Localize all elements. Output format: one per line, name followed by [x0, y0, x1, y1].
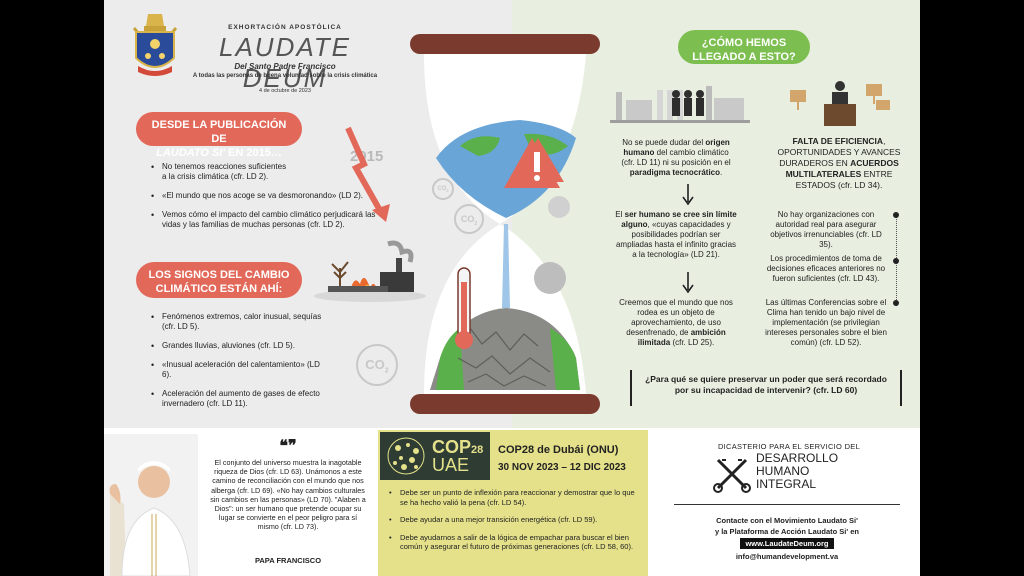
page-title: LAUDATE DEUM [219, 32, 351, 93]
list-item: «El mundo que nos acoge se va desmoronan… [148, 191, 378, 201]
dicastery-line: DICASTERIO PARA EL SERVICIO DEL [717, 442, 861, 451]
smoke-cloud-icon [534, 262, 566, 294]
key-question: ¿Para qué se quiere preservar un poder q… [645, 374, 887, 395]
timeline-dot [893, 212, 899, 218]
inefficiency-item: No hay organizaciones con autoridad real… [770, 210, 882, 249]
quote-author: PAPA FRANCISCO [254, 556, 322, 565]
section1-title: DESDE LA PUBLICACIÓN DE LAUDATO SI' EN 2… [136, 112, 302, 159]
list-item: «Inusual aceleración del calentamiento» … [148, 360, 328, 380]
cop28-header: COP28 UAE COP28 de Dubái (ONU) 30 NOV 20… [378, 430, 648, 482]
quote-marks-icon: ❝❞ [279, 438, 297, 455]
cop28-list: Debe ser un punto de inflexión para reac… [386, 488, 644, 560]
subtitle: Del Santo Padre Francisco [234, 62, 336, 71]
cop-logo-uae: UAE [432, 455, 470, 475]
cop-dates: 30 NOV 2023 – 12 DIC 2023 [498, 462, 626, 473]
date: 4 de octubre de 2023 [259, 88, 311, 94]
arrow-down-icon [682, 272, 694, 294]
website-link[interactable]: www.LaudateDeum.org [740, 538, 834, 549]
papal-coat-of-arms-icon [132, 14, 178, 76]
cause-item-1: No se puede dudar del origen humano del … [621, 138, 731, 177]
downtrend-arrow-icon [345, 126, 390, 222]
contact-line-2: y la Plataforma de Acción Laudato Si' en [714, 527, 860, 536]
inefficiency-item: Los procedimientos de toma de decisiones… [766, 254, 886, 283]
section2-list: Fenómenos extremos, calor inusual, sequí… [148, 312, 328, 418]
cop28-panel: COP28 UAE COP28 de Dubái (ONU) 30 NOV 20… [378, 430, 648, 576]
podium-speaker-icon [790, 81, 890, 126]
list-item: Fenómenos extremos, calor inusual, sequí… [148, 312, 328, 332]
cause-item-3: Creemos que el mundo que nos rodea es un… [619, 298, 733, 347]
co2-bubble-icon: CO2 [454, 204, 484, 234]
cop-logo-text: COP28 [432, 437, 484, 457]
question-box [630, 370, 902, 406]
globe-pattern-icon [387, 437, 425, 475]
quote-text: El conjunto del universo muestra la inag… [210, 458, 366, 532]
inefficiency-heading: FALTA DE EFICIENCIA, OPORTUNIDADES Y AVA… [777, 136, 901, 190]
section3-title: ¿CÓMO HEMOS LLEGADO A ESTO? [678, 30, 810, 64]
timeline-dot [893, 258, 899, 264]
co2-bubble-icon: CO2 [432, 178, 454, 200]
section1-list: No tenemos reacciones suficientes a la c… [148, 162, 378, 239]
email-link[interactable]: info@humandevelopment.va [735, 552, 839, 561]
cop28-logo: COP28 UAE [380, 432, 490, 480]
cause-item-2: El ser humano se cree sin límite alguno,… [615, 210, 737, 259]
co2-bubble-icon: CO2 [356, 344, 398, 386]
section2-title: LOS SIGNOS DEL CAMBIO CLIMÁTICO ESTÁN AH… [136, 262, 302, 298]
infographic-page: EXHORTACIÓN APOSTÓLICA LAUDATE DEUM Del … [104, 0, 920, 576]
list-item: Aceleración del aumento de gases de efec… [148, 389, 328, 409]
hourglass-illustration-icon [410, 34, 600, 414]
contact-line-1: Contacte con el Movimiento Laudato Si' [716, 516, 858, 525]
smoke-cloud-icon [548, 196, 570, 218]
list-item: No tenemos reacciones suficientes a la c… [148, 162, 292, 182]
kicker: EXHORTACIÓN APOSTÓLICA [228, 24, 342, 31]
burning-factory-icon [314, 240, 426, 302]
pope-francis-portrait [104, 434, 198, 576]
tagline: A todas las personas de buena voluntad s… [192, 73, 378, 79]
list-item: Debe ser un punto de inflexión para reac… [386, 488, 644, 507]
timeline-dot [893, 300, 899, 306]
list-item: Debe ayudarnos a salir de la lógica de e… [386, 533, 644, 552]
arrow-down-icon [682, 184, 694, 206]
list-item: Debe ayudar a una mejor transición energ… [386, 515, 644, 525]
industry-people-icon [610, 86, 750, 123]
cop-title: COP28 de Dubái (ONU) [498, 444, 619, 456]
list-item: Grandes lluvias, aluviones (cfr. LD 5). [148, 341, 328, 351]
dicastery-name: DESARROLLO HUMANO INTEGRAL [756, 451, 839, 491]
list-item: Vemos cómo el impacto del cambio climáti… [148, 210, 378, 230]
inefficiency-item: Las últimas Conferencias sobre el Clima … [765, 298, 887, 347]
crossed-keys-icon [713, 458, 751, 493]
divider [674, 504, 900, 505]
